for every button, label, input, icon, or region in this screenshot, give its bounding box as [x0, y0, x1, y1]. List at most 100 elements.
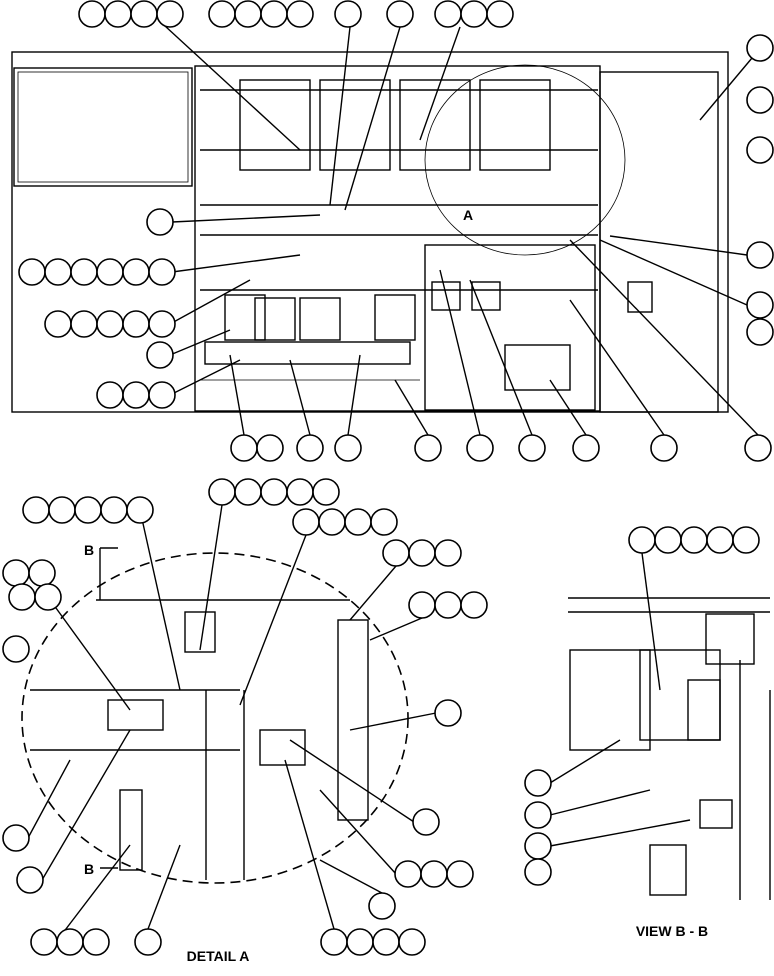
callout-bubble: [78, 0, 106, 28]
callout-bubble: [434, 0, 462, 28]
leader-line: [139, 509, 181, 691]
callout-bubble: [746, 136, 774, 164]
callout-bubble: [28, 559, 56, 587]
left-enclosure: [13, 67, 193, 187]
view-marker-a: A: [463, 207, 473, 223]
callout-bubble: [446, 860, 474, 888]
callout-bubble: [654, 526, 682, 554]
callout-bubble: [122, 310, 150, 338]
callout-bubble: [148, 258, 176, 286]
leader-line: [344, 26, 401, 211]
leader-line: [609, 235, 748, 256]
callout-bubble: [434, 699, 462, 727]
leader-line: [329, 26, 351, 206]
leader-line: [699, 57, 753, 121]
leader-lines: [27, 25, 759, 943]
section-marker-b-bottom: B: [84, 861, 94, 877]
callout-bubble: [286, 0, 314, 28]
leader-line: [229, 354, 245, 436]
callout-bubble: [460, 0, 488, 28]
detail-a-boundary: [21, 552, 409, 884]
callout-bubble: [104, 0, 132, 28]
callout-bubble: [70, 310, 98, 338]
right-compartment: [599, 71, 719, 413]
callout-bubble: [260, 0, 288, 28]
callout-bubble: [370, 508, 398, 536]
callout-bubbles: [2, 0, 774, 956]
callout-bubble: [234, 478, 262, 506]
leader-line: [169, 279, 251, 325]
callout-bubble: [318, 508, 346, 536]
callout-bubble: [34, 583, 62, 611]
callout-bubble: [746, 34, 774, 62]
callout-bubble: [746, 318, 774, 346]
leader-line: [147, 844, 181, 930]
callout-bubble: [48, 496, 76, 524]
callout-bubble: [8, 583, 36, 611]
leader-line: [569, 239, 759, 436]
callout-bubble: [2, 824, 30, 852]
callout-bubble: [2, 559, 30, 587]
leader-line: [549, 819, 691, 847]
leader-line: [569, 299, 665, 436]
callout-bubble: [134, 928, 162, 956]
callout-bubble: [524, 801, 552, 829]
callout-bubble: [30, 928, 58, 956]
leader-line: [169, 359, 241, 396]
leader-line: [239, 534, 307, 706]
callout-bubble: [746, 291, 774, 319]
callout-bubble: [312, 478, 340, 506]
breaker-row-lower: [204, 294, 416, 365]
callout-bubble: [408, 591, 436, 619]
section-marker-b-top: B: [84, 542, 94, 558]
leader-line: [171, 254, 301, 273]
callout-bubble: [746, 241, 774, 269]
callout-bubble: [368, 892, 396, 920]
leader-line: [549, 739, 621, 784]
callout-bubble: [382, 539, 410, 567]
leader-line: [349, 565, 397, 621]
leader-line: [347, 354, 361, 436]
leader-line: [47, 596, 131, 711]
callout-bubble: [16, 866, 44, 894]
callout-bubble: [346, 928, 374, 956]
callout-bubble: [96, 310, 124, 338]
callout-bubble: [256, 434, 284, 462]
callout-bubble: [74, 496, 102, 524]
leader-line: [549, 789, 651, 816]
callout-bubble: [466, 434, 494, 462]
callout-bubble: [408, 539, 436, 567]
callout-bubble: [434, 591, 462, 619]
callout-bubble: [292, 508, 320, 536]
callout-bubble: [44, 258, 72, 286]
callout-bubble: [420, 860, 448, 888]
leader-line: [549, 379, 587, 436]
callout-bubble: [460, 591, 488, 619]
callout-bubble: [744, 434, 772, 462]
callout-bubble: [96, 258, 124, 286]
main-view: A: [11, 51, 729, 413]
callout-bubble: [628, 526, 656, 554]
detail-a-caption: DETAIL A: [187, 948, 250, 964]
leader-line: [55, 844, 131, 943]
leader-line: [439, 269, 481, 436]
callout-bubble: [518, 434, 546, 462]
callout-bubble: [44, 310, 72, 338]
callout-bubble: [732, 526, 760, 554]
callout-bubble: [146, 341, 174, 369]
leader-line: [394, 379, 429, 436]
callout-bubble: [130, 0, 158, 28]
callout-bubble: [82, 928, 110, 956]
leader-line: [319, 859, 383, 894]
callout-bubble: [234, 0, 262, 28]
callout-bubble: [296, 434, 324, 462]
callout-bubble: [230, 434, 258, 462]
callout-bubble: [122, 381, 150, 409]
leader-line: [41, 729, 131, 881]
breaker-row-upper: [239, 79, 551, 171]
callout-bubble: [56, 928, 84, 956]
callout-bubble: [386, 0, 414, 28]
inner-panel: [194, 65, 601, 412]
callout-bubble: [122, 258, 150, 286]
